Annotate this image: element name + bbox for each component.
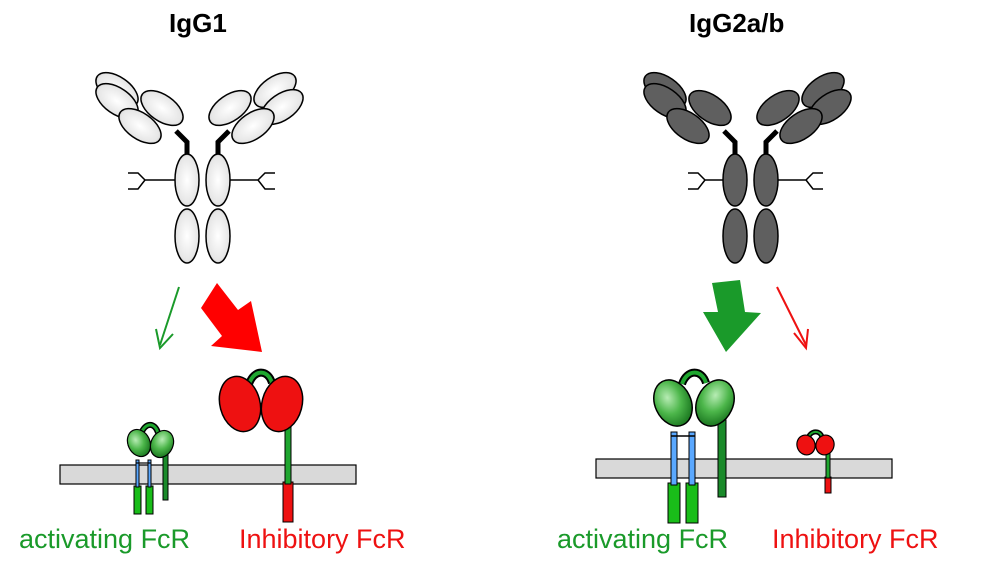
cell-membrane	[595, 458, 893, 479]
inhibitory-fcr	[218, 368, 304, 523]
activating-fcr-label: activating FcR	[557, 524, 729, 554]
activating-fcr	[653, 368, 735, 524]
inhibitory-fcr-label: Inhibitory FcR	[772, 524, 939, 554]
strong-activating-arrow	[703, 280, 761, 352]
weak-activating-arrow	[155, 286, 180, 351]
igg1-title: IgG1	[169, 8, 227, 38]
inhibitory-fcr-label: Inhibitory FcR	[239, 524, 406, 554]
activating-fcr-label: activating FcR	[19, 524, 191, 554]
cell-membrane	[59, 464, 357, 485]
igg2ab-title: IgG2a/b	[689, 8, 785, 38]
igg2ab-antibody	[643, 71, 852, 264]
igg1-antibody	[95, 71, 304, 264]
activating-fcr	[126, 421, 175, 515]
inhibitory-fcr	[796, 429, 835, 494]
weak-inhibitory-arrow	[776, 286, 809, 351]
strong-inhibitory-arrow	[201, 283, 262, 352]
